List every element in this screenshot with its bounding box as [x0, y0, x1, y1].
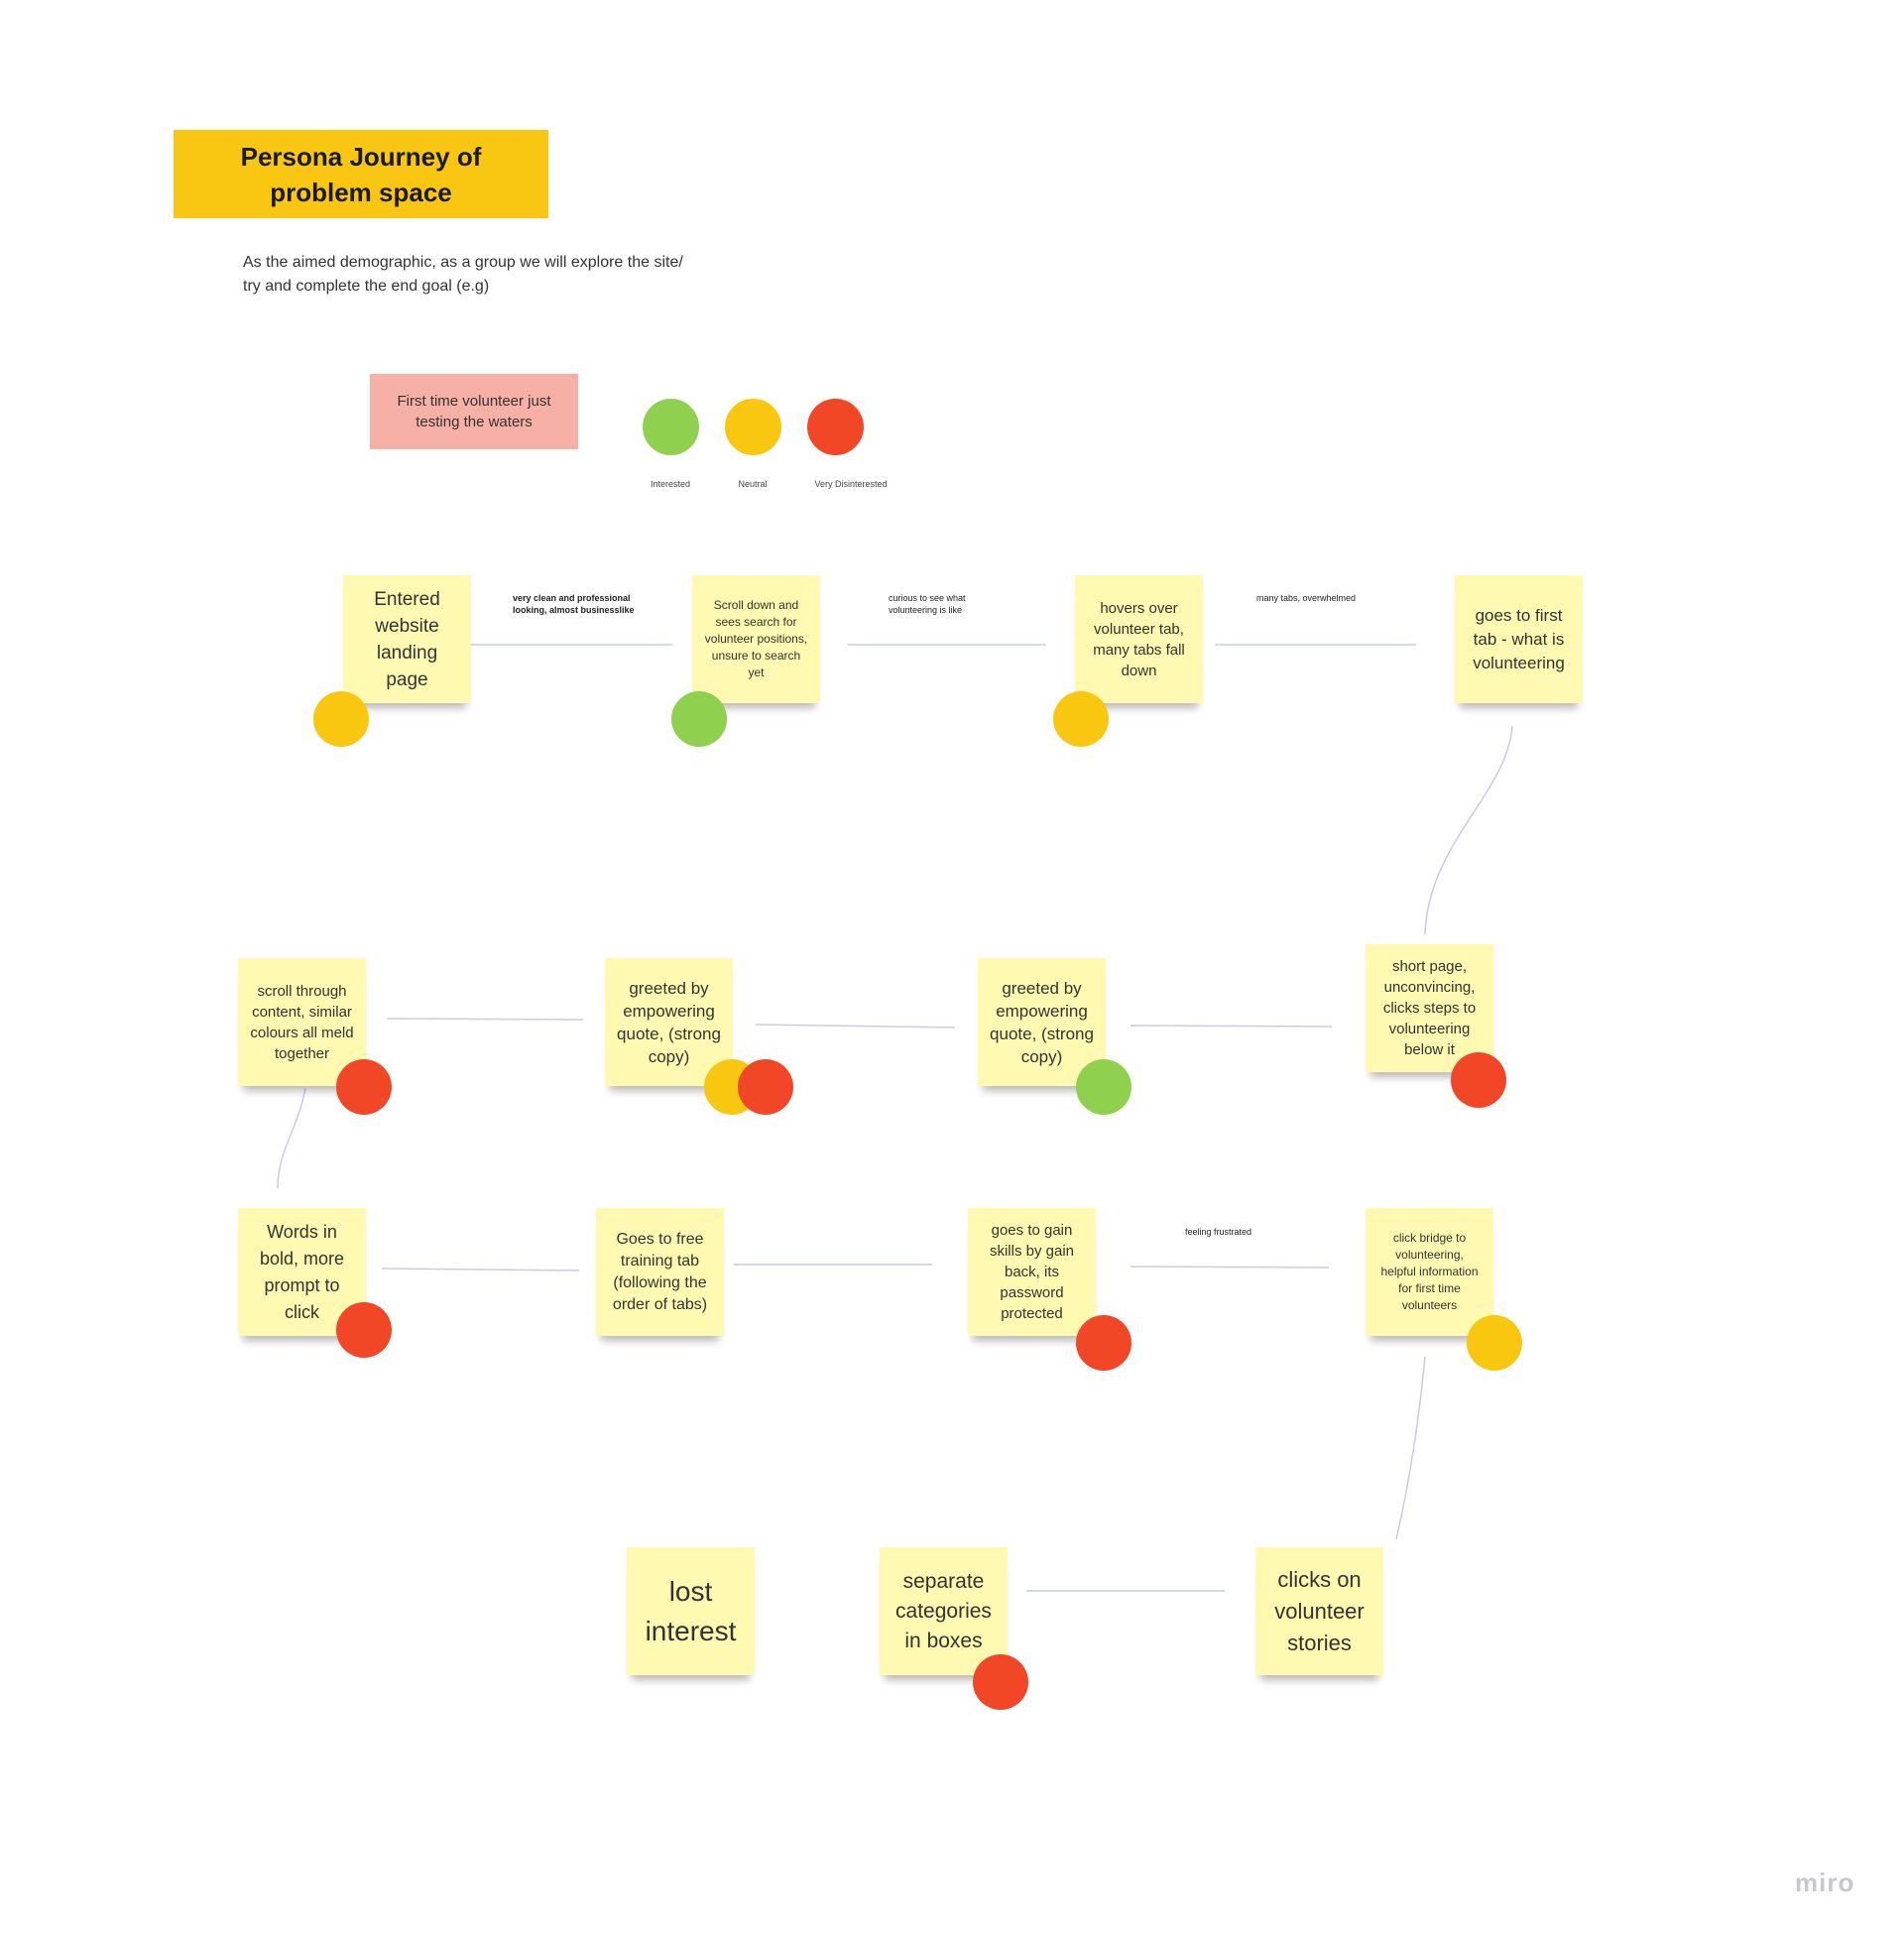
legend-label-interested: Interested [650, 479, 691, 489]
legend-label-neutral: Neutral [738, 479, 768, 489]
sticky-text: Goes to free training tab (following the… [612, 1230, 708, 1313]
sticky-text: separate categories in boxes [895, 1569, 992, 1652]
connector-4-5 [1424, 725, 1513, 935]
sticky-note[interactable]: click bridge to volunteering, helpful in… [1366, 1208, 1493, 1336]
rating-dot-very-disinterested[interactable] [1076, 1315, 1131, 1371]
connector-7-8 [386, 1018, 584, 1021]
sticky-note[interactable]: Entered website landing page [343, 575, 471, 703]
connector-12-13 [1395, 1356, 1426, 1540]
rating-dot-very-disinterested[interactable] [973, 1654, 1028, 1710]
sticky-note[interactable]: lost interest [627, 1547, 755, 1675]
legend-label-very-disinterested: Very Disinterested [814, 479, 888, 489]
rating-dot-interested[interactable] [671, 691, 727, 747]
sticky-text: click bridge to volunteering, helpful in… [1380, 1231, 1479, 1312]
connector-5-6 [1130, 1025, 1333, 1028]
legend-dot-very-disinterested[interactable] [807, 399, 864, 455]
persona-card[interactable]: First time volunteer just testing the wa… [370, 374, 578, 449]
sticky-note[interactable]: greeted by empowering quote, (strong cop… [605, 958, 733, 1086]
connector-11-12 [1130, 1266, 1330, 1269]
intro-text[interactable]: As the aimed demographic, as a group we … [243, 254, 683, 295]
board-title-text: Persona Journey of problem space [240, 141, 482, 207]
sticky-note[interactable]: separate categories in boxes [880, 1547, 1008, 1675]
rating-dot-very-disinterested[interactable] [336, 1059, 392, 1115]
sticky-text: lost interest [645, 1575, 737, 1646]
sticky-note[interactable]: goes to first tab - what is volunteering [1455, 575, 1583, 703]
sticky-text: scroll through content, similar colours … [250, 982, 354, 1062]
sticky-text: Scroll down and sees search for voluntee… [704, 598, 808, 679]
sticky-note[interactable]: clicks on volunteer stories [1255, 1547, 1383, 1675]
connector-label[interactable]: curious to see what volunteering is like [889, 593, 966, 615]
connector-label[interactable]: feeling frustrated [1185, 1227, 1252, 1237]
sticky-note[interactable]: greeted by empowering quote, (strong cop… [978, 958, 1106, 1086]
legend-dot-interested[interactable] [643, 399, 699, 455]
sticky-note[interactable]: goes to gain skills by gain back, its pa… [968, 1208, 1096, 1336]
connector-6-7 [755, 1024, 956, 1028]
sticky-text: clicks on volunteer stories [1274, 1566, 1365, 1655]
sticky-note[interactable]: Scroll down and sees search for voluntee… [692, 575, 820, 703]
sticky-text: goes to gain skills by gain back, its pa… [989, 1222, 1075, 1322]
rating-dot-very-disinterested[interactable] [738, 1059, 793, 1115]
sticky-text: goes to first tab - what is volunteering [1473, 605, 1565, 672]
connector-8-9 [277, 1087, 306, 1189]
rating-dot-very-disinterested[interactable] [336, 1302, 392, 1358]
connector-9-10 [381, 1268, 580, 1271]
sticky-text: greeted by empowering quote, (strong cop… [990, 978, 1094, 1066]
board-title[interactable]: Persona Journey of problem space [174, 130, 548, 218]
rating-dot-neutral[interactable] [1467, 1315, 1522, 1371]
sticky-note[interactable]: Goes to free training tab (following the… [596, 1208, 724, 1336]
rating-dot-neutral[interactable] [313, 691, 369, 747]
sticky-note[interactable]: hovers over volunteer tab, many tabs fal… [1075, 575, 1203, 703]
sticky-text: greeted by empowering quote, (strong cop… [617, 978, 721, 1066]
rating-dot-neutral[interactable] [1053, 691, 1109, 747]
sticky-text: Entered website landing page [374, 588, 440, 690]
connector-label[interactable]: very clean and professional looking, alm… [513, 593, 635, 615]
connector-label[interactable]: many tabs, overwhelmed [1256, 593, 1357, 603]
legend-dot-neutral[interactable] [725, 399, 781, 455]
sticky-text: short page, unconvincing, clicks steps t… [1382, 958, 1477, 1058]
rating-dot-interested[interactable] [1076, 1059, 1131, 1115]
miro-logo: miro [1795, 1868, 1855, 1897]
sticky-note[interactable]: short page, unconvincing, clicks steps t… [1366, 944, 1493, 1072]
sticky-text: Words in bold, more prompt to click [259, 1221, 345, 1322]
rating-dot-very-disinterested[interactable] [1451, 1052, 1506, 1108]
persona-text: First time volunteer just testing the wa… [397, 393, 551, 430]
sticky-note[interactable]: scroll through content, similar colours … [238, 958, 366, 1086]
sticky-text: hovers over volunteer tab, many tabs fal… [1093, 599, 1185, 679]
